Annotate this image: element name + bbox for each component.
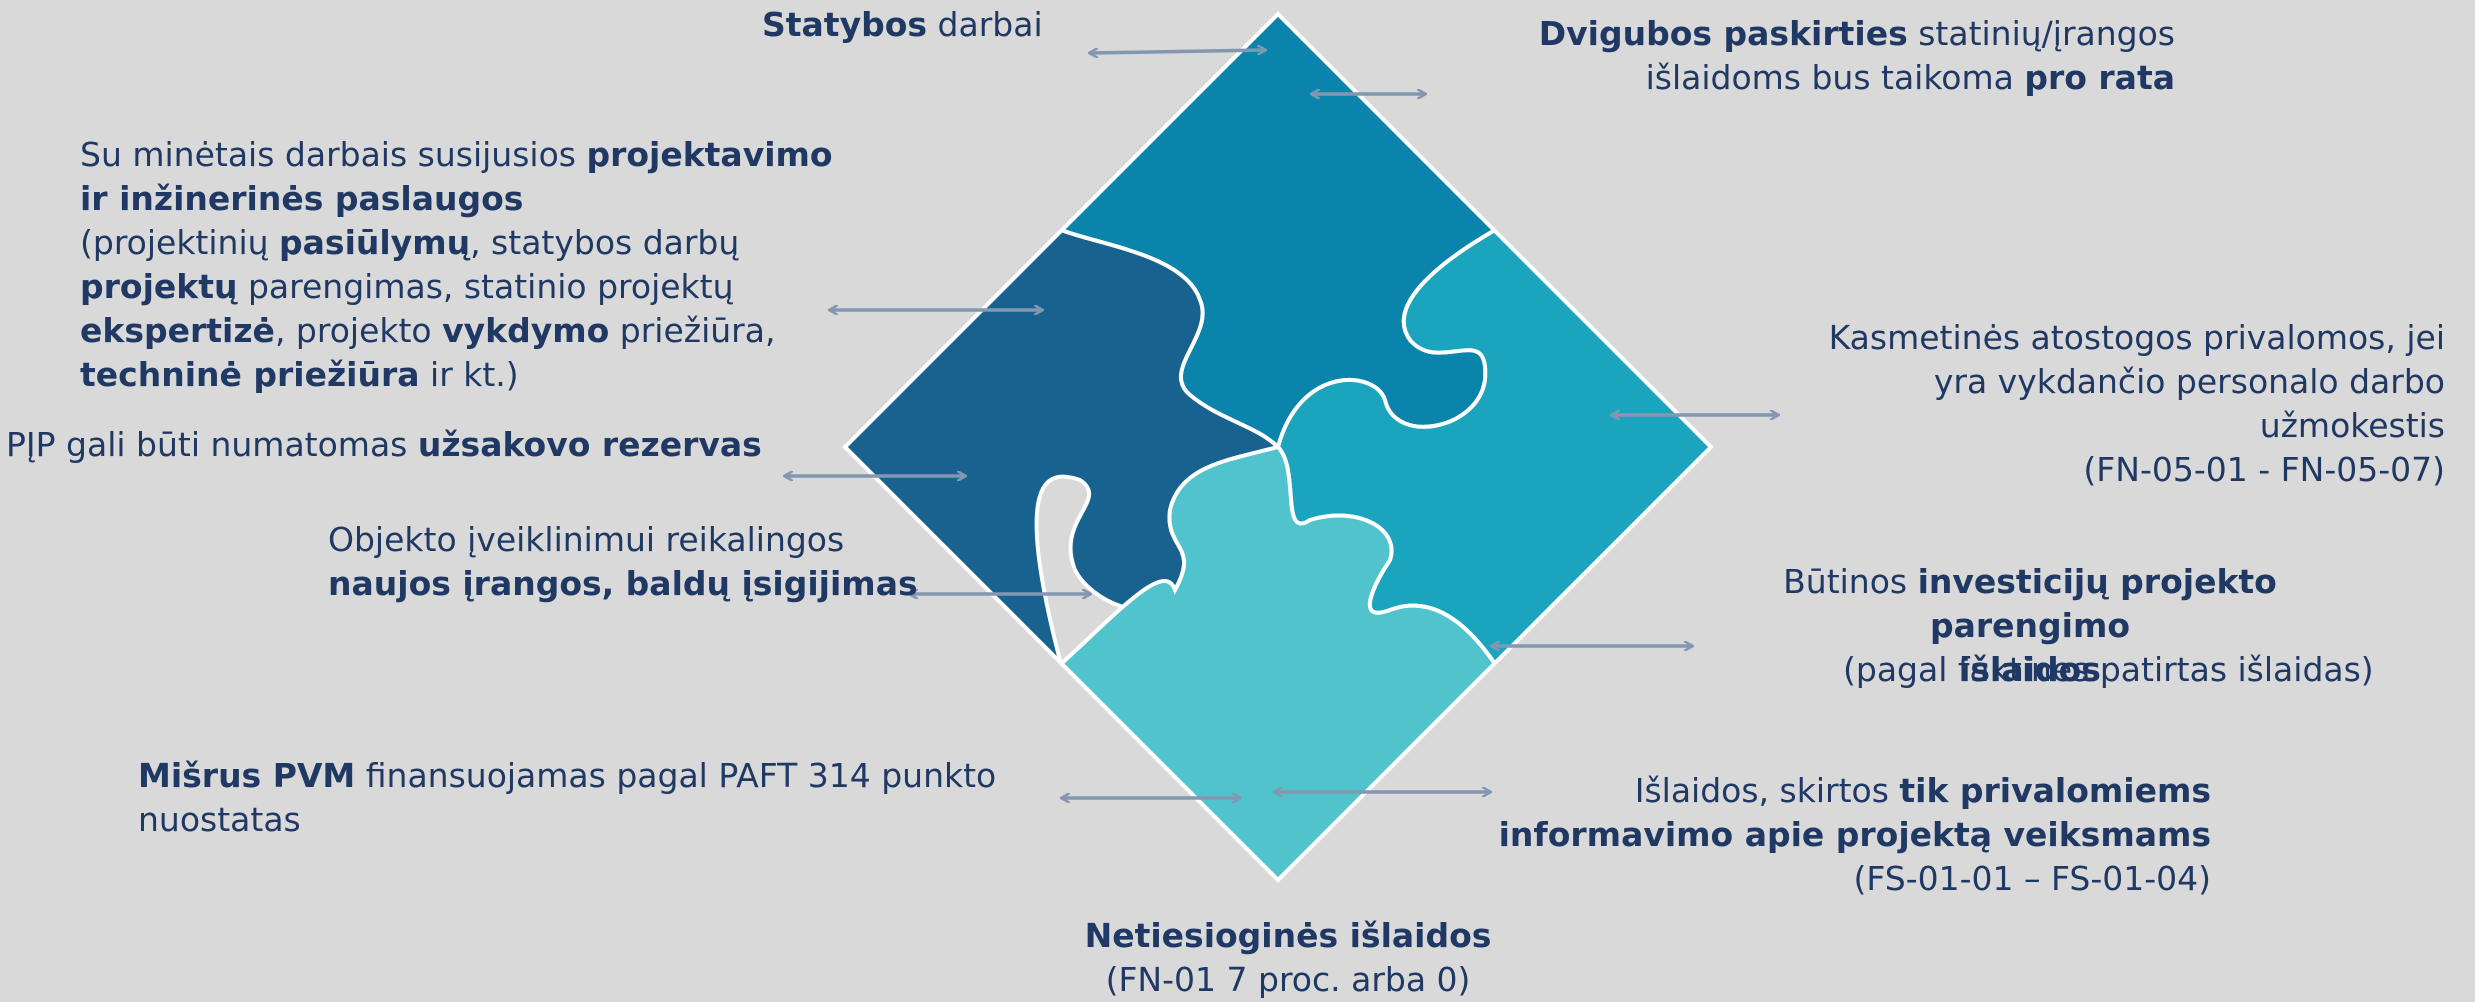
label-dvigubos: Dvigubos paskirties statinių/įrangos išl…: [1538, 14, 2175, 97]
diamond-outline: [842, 11, 1714, 883]
label-butinos-note: (pagal faktines patirtas išlaidas): [1843, 650, 2374, 689]
label-butinos: Būtinos investicijų projekto parengimo i…: [1783, 562, 2277, 689]
label-misrus: Mišrus PVM finansuojamas pagal PAFT 314 …: [138, 756, 997, 839]
label-islaidos: Išlaidos, skirtos tik privalomiems infor…: [1498, 771, 2211, 898]
arrow-statybos: [1090, 50, 1265, 53]
label-kasmetines: Kasmetinės atostogos privalomos, jei yra…: [1828, 318, 2445, 489]
label-projektavimo: Su minėtais darbais susijusios projektav…: [80, 135, 833, 394]
label-netiesiogines: Netiesioginės išlaidos (FN-01 7 proc. ar…: [1084, 916, 1492, 999]
label-objekto: Objekto įveiklinimui reikalingos naujos …: [328, 520, 918, 603]
label-pjp: PĮP gali būti numatomas užsakovo rezerva…: [6, 425, 762, 464]
label-statybos: Statybos darbai: [762, 5, 1043, 44]
